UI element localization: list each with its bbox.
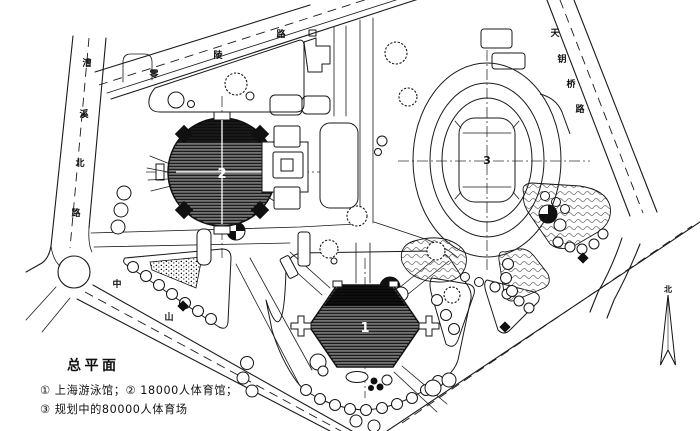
roundabout-arc bbox=[50, 245, 61, 267]
block-northeast-edge bbox=[539, 93, 571, 135]
building-stadium-oval: 3 bbox=[412, 62, 562, 258]
roundabout-arc bbox=[88, 227, 93, 253]
sw-diagonal-path bbox=[235, 257, 313, 387]
caption-block: 总平面 ① 上海游泳馆；② 18000人体育馆； ③ 规划中的80000人体育场 bbox=[40, 357, 238, 416]
road-zhongshan-se-centerline bbox=[401, 225, 693, 424]
gate-markers bbox=[177, 252, 589, 333]
trees-layer bbox=[110, 41, 609, 431]
roundabout bbox=[57, 255, 91, 289]
building-natatorium-hexagon: 1 bbox=[290, 280, 440, 368]
building-complex bbox=[261, 122, 359, 279]
north-arrow: 北 bbox=[660, 284, 676, 366]
slanted-building bbox=[279, 255, 299, 279]
west-plaza-ornament bbox=[290, 315, 312, 337]
legend-line-1: ① 上海游泳馆；② 18000人体育馆； bbox=[40, 383, 238, 397]
road-caoxi-centerline bbox=[69, 37, 90, 249]
building-label-1: 1 bbox=[360, 321, 369, 336]
vertical-road-center bbox=[333, 25, 347, 117]
mid-road-south-edge bbox=[93, 242, 291, 248]
road-south-branch-west bbox=[589, 237, 623, 313]
road-label-char: 钥 bbox=[557, 53, 566, 65]
road-label-char: 漕 bbox=[82, 57, 91, 69]
road-label-char: 桥 bbox=[566, 78, 576, 90]
block-southwest-triangle bbox=[123, 248, 232, 329]
east-plaza-ornament bbox=[418, 315, 440, 337]
small-building bbox=[308, 29, 317, 37]
road-caoxi-east-edge bbox=[88, 37, 107, 229]
small-pavilion bbox=[196, 228, 212, 266]
road-label-char: 北 bbox=[75, 157, 84, 169]
road-label-char: 中 bbox=[112, 278, 121, 290]
building-label-3: 3 bbox=[483, 154, 491, 167]
parking-lot bbox=[319, 122, 359, 209]
block-northeast-b bbox=[491, 52, 526, 70]
plaza-north-path bbox=[355, 242, 371, 284]
road-label-char: 山 bbox=[164, 311, 173, 323]
road-zhongshan-sw-centerline bbox=[84, 291, 342, 431]
road-lingling-centerline bbox=[98, 0, 367, 86]
block-building-b bbox=[301, 95, 331, 115]
block-northwest bbox=[148, 39, 305, 113]
roundabout-stub bbox=[41, 297, 71, 333]
road-bay-u-shape bbox=[122, 53, 153, 83]
road-label-char: 路 bbox=[575, 103, 585, 115]
road-label-char: 溪 bbox=[79, 108, 89, 120]
road-label-char: 路 bbox=[71, 207, 81, 219]
vertical-road-east bbox=[359, 17, 374, 224]
planting-bed-dotted bbox=[149, 256, 203, 289]
road-tianyaoqiao-east-edge bbox=[573, 0, 658, 213]
road-lingling-north-edge bbox=[94, 4, 311, 73]
road-label-char: 天 bbox=[550, 28, 560, 39]
roundabout-stub bbox=[25, 286, 57, 321]
pool-south-stub bbox=[213, 225, 231, 235]
road-label-char: 零 bbox=[148, 69, 159, 80]
road-zhongshan-sw-north-edge bbox=[92, 284, 353, 431]
block-se-triangle-1 bbox=[429, 277, 475, 347]
road-labels: 漕 溪 北 路 零 陵 路 天 钥 桥 路 中 山 bbox=[71, 28, 585, 323]
pool-west-stub bbox=[155, 163, 165, 181]
roads-layer bbox=[25, 0, 700, 431]
road-caoxi-west-edge bbox=[25, 35, 74, 273]
trees-bottom bbox=[236, 353, 457, 431]
road-tianyaoqiao-west-edge bbox=[546, 0, 631, 217]
stepped-building bbox=[303, 37, 331, 73]
road-lingling-south-edge bbox=[110, 0, 418, 100]
road-south-branch-east bbox=[606, 243, 641, 319]
legend-line-2: ③ 规划中的80000人体育场 bbox=[40, 402, 188, 416]
planting-bed-east-1 bbox=[522, 182, 611, 249]
pool-west-ramps bbox=[146, 155, 172, 192]
block-northeast-a bbox=[480, 28, 513, 49]
road-label-char: 陵 bbox=[213, 49, 223, 61]
compass-north-label: 北 bbox=[664, 284, 672, 294]
road-tianyaoqiao-centerline bbox=[559, 0, 644, 214]
tree-row-caoxi bbox=[110, 185, 132, 235]
road-zhongshan-sw-south-edge bbox=[76, 298, 331, 431]
building-gymnasium-circle: 2 bbox=[146, 111, 279, 235]
block-se-triangle-2 bbox=[484, 279, 540, 334]
plan-title: 总平面 bbox=[67, 357, 120, 374]
road-lingling-south-edge-2 bbox=[106, 0, 398, 94]
bar-building bbox=[297, 231, 311, 267]
road-label-char: 路 bbox=[276, 28, 286, 40]
pool-north-stub bbox=[213, 111, 231, 121]
building-label-2: 2 bbox=[217, 167, 226, 182]
